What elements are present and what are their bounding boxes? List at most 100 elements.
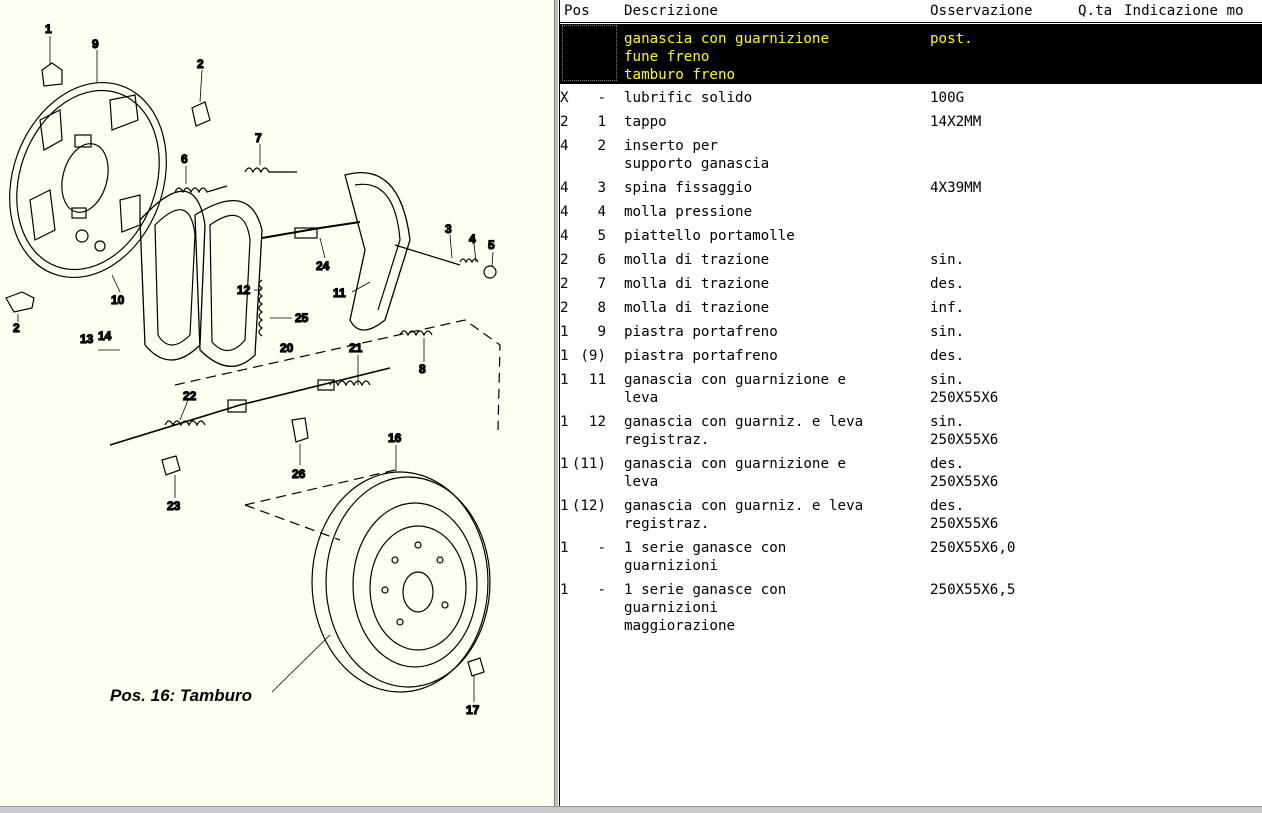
backing-plate-drawing	[9, 81, 167, 279]
cell-descrizione: 1 serie ganasce con guarnizioni maggiora…	[624, 582, 787, 634]
table-row[interactable]: 7 molla di trazione des. 2	[560, 275, 1262, 293]
header-descrizione[interactable]: Descrizione	[624, 3, 718, 19]
brake-drum-drawing	[311, 471, 491, 693]
cell-descrizione: molla di trazione	[624, 276, 770, 292]
horizontal-scrollbar[interactable]	[0, 806, 1262, 813]
cell-osservazione: 250X55X6,5	[930, 582, 1016, 598]
cell-pos: 1	[597, 114, 606, 130]
table-row[interactable]: 12 ganascia con guarniz. e leva registraz…	[560, 413, 1262, 448]
header-pos[interactable]: Pos	[564, 3, 590, 19]
cell-descrizione: ganascia con guarniz. e leva registraz.	[624, 414, 864, 448]
callout-3: 3	[445, 222, 452, 236]
callout-5: 5	[488, 238, 495, 252]
cell-qta: 1	[560, 348, 569, 364]
drum-brake-drawing: 1 9 2 7 6 3 4 5 24 11 10 12 25 2 13 14 2…	[5, 21, 501, 718]
table-row[interactable]: 1 tappo 14X2MM 2	[560, 113, 1262, 131]
exploded-parts-diagram: 1 9 2 7 6 3 4 5 24 11 10 12 25 2 13 14 2…	[0, 0, 554, 806]
cell-descrizione: inserto per supporto ganascia	[624, 138, 770, 172]
cell-qta: 2	[560, 114, 569, 130]
selected-osservazione: post.	[930, 31, 973, 47]
callout-11: 11	[333, 286, 346, 300]
cell-qta: 2	[560, 276, 569, 292]
cell-descrizione: spina fissaggio	[624, 180, 753, 196]
cell-pos: -	[597, 540, 606, 556]
diagram-caption: Pos. 16: Tamburo	[110, 686, 253, 705]
callout-6: 6	[181, 152, 188, 166]
callout-14: 14	[98, 329, 112, 343]
cell-descrizione: tappo	[624, 114, 667, 130]
callout-20: 20	[280, 341, 294, 355]
cell-qta: 1	[560, 582, 569, 598]
selected-descrizione: ganascia con guarnizione fune freno tamb…	[624, 31, 829, 83]
callout-9: 9	[92, 37, 99, 51]
table-row[interactable]: - 1 serie ganasce con guarnizioni maggior…	[560, 581, 1262, 634]
cell-qta: 1	[560, 372, 569, 388]
cell-descrizione: piastra portafreno	[624, 324, 778, 340]
callout-23: 23	[167, 499, 181, 513]
callout-26: 26	[292, 467, 306, 481]
cell-qta: 4	[560, 228, 569, 244]
cell-osservazione: 4X39MM	[930, 180, 982, 196]
selection-marker	[562, 25, 617, 81]
cell-descrizione: ganascia con guarniz. e leva registraz.	[624, 498, 864, 532]
callout-2-bottom: 2	[13, 321, 20, 335]
cell-descrizione: molla pressione	[624, 204, 753, 220]
cell-qta: 4	[560, 180, 569, 196]
cell-osservazione: 250X55X6,0	[930, 540, 1016, 556]
cell-descrizione: ganascia con guarnizione e leva	[624, 372, 847, 406]
cell-qta: 1	[560, 456, 569, 472]
cell-descrizione: lubrific solido	[624, 90, 753, 106]
cell-osservazione: 14X2MM	[930, 114, 982, 130]
callout-4: 4	[469, 232, 476, 246]
cell-pos: (9)	[580, 348, 606, 364]
cell-pos: 4	[597, 204, 606, 220]
cell-qta: 2	[560, 300, 569, 316]
cell-pos: (11)	[571, 456, 606, 472]
callout-24: 24	[316, 259, 330, 273]
header-qta[interactable]: Q.ta	[1078, 3, 1113, 19]
cell-pos: 11	[588, 372, 606, 388]
cell-pos: 6	[597, 252, 606, 268]
cell-descrizione: 1 serie ganasce con guarnizioni	[624, 540, 787, 574]
callout-1: 1	[45, 22, 52, 36]
table-row[interactable]: - 1 serie ganasce con guarnizioni 250X55X6…	[560, 539, 1262, 574]
callout-21: 21	[349, 341, 363, 355]
cell-descrizione: ganascia con guarnizione e leva	[624, 456, 847, 490]
callout-13: 13	[80, 332, 94, 346]
callout-7: 7	[255, 131, 262, 145]
cell-osservazione: 100G	[930, 90, 965, 106]
cell-qta: 2	[560, 252, 569, 268]
cell-pos: 7	[597, 276, 606, 292]
header-osservazione[interactable]: Osservazione	[930, 3, 1033, 19]
cell-pos: (12)	[571, 498, 606, 514]
cell-qta: 1	[560, 540, 569, 556]
selected-group-row[interactable]: ganascia con guarnizione fune freno tamb…	[560, 24, 1262, 84]
cell-osservazione: des.	[930, 276, 965, 292]
callout-17: 17	[466, 703, 480, 717]
callout-25: 25	[295, 311, 309, 325]
cell-pos: 8	[597, 300, 606, 316]
pane-splitter[interactable]	[554, 0, 559, 806]
header-indicazione[interactable]: Indicazione mo	[1124, 3, 1244, 19]
callout-2-top: 2	[197, 57, 204, 71]
cell-descrizione: molla di trazione	[624, 300, 770, 316]
callout-16: 16	[388, 431, 402, 445]
cell-pos: -	[597, 90, 606, 106]
callout-10: 10	[111, 293, 125, 307]
cell-descrizione: molla di trazione	[624, 252, 770, 268]
cell-pos: 12	[588, 414, 606, 430]
cell-pos: -	[597, 582, 606, 598]
cell-descrizione: piastra portafreno	[624, 348, 778, 364]
table-row[interactable]: (12) ganascia con guarniz. e leva registr…	[560, 497, 1262, 532]
